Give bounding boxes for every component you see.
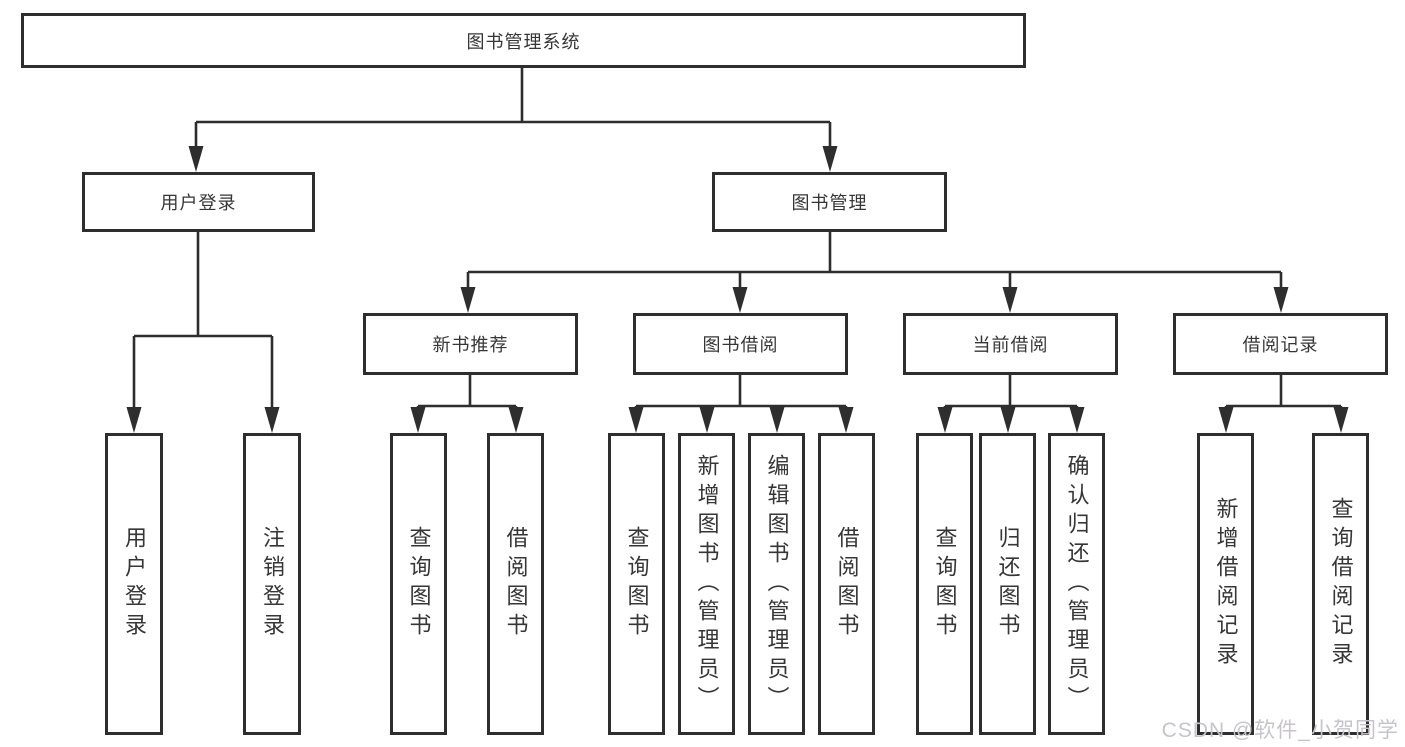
node-borrow-records: 借阅记录: [1173, 313, 1388, 375]
leaf-query-borrow-record-label: 查询借阅记录: [1328, 497, 1354, 671]
leaf-borrow-books-rec-label: 借阅图书: [503, 526, 529, 642]
leaf-borrow-books-label: 借阅图书: [834, 526, 860, 642]
leaf-add-books-admin-label: 新增图书（管理员）: [694, 453, 720, 715]
node-current-borrow-label: 当前借阅: [972, 335, 1049, 355]
csdn-watermark: CSDN @软件_小贺同学: [1161, 719, 1399, 742]
leaf-add-borrow-record-label: 新增借阅记录: [1213, 497, 1239, 671]
leaf-edit-books-admin: 编辑图书（管理员）: [748, 433, 805, 735]
leaf-query-books-rec: 查询图书: [390, 433, 447, 735]
node-library-system-label: 图书管理系统: [466, 31, 581, 52]
leaf-return-books-label: 归还图书: [995, 526, 1021, 642]
leaf-logout: 注销登录: [243, 433, 301, 735]
leaf-return-books: 归还图书: [979, 433, 1036, 735]
node-book-borrow: 图书借阅: [633, 313, 848, 375]
leaf-query-books-borrow: 查询图书: [608, 433, 665, 735]
connector-user-login-to-leaves: [126, 232, 280, 433]
connector-book-borrow-to-leaves: [628, 375, 854, 433]
connector-borrow-records-to-leaves: [1218, 375, 1349, 433]
node-user-login-label: 用户登录: [160, 193, 237, 213]
node-borrow-records-label: 借阅记录: [1242, 335, 1319, 355]
connector-current-borrow-to-leaves: [937, 375, 1085, 433]
leaf-query-books-rec-label: 查询图书: [406, 526, 432, 642]
leaf-user-login-label: 用户登录: [122, 526, 147, 642]
node-user-login: 用户登录: [82, 172, 315, 232]
leaf-query-books-borrow-label: 查询图书: [624, 526, 650, 642]
leaf-user-login: 用户登录: [105, 433, 163, 735]
leaf-query-books-current-label: 查询图书: [932, 526, 958, 642]
node-book-management-label: 图书管理: [791, 193, 868, 213]
leaf-query-borrow-record: 查询借阅记录: [1312, 433, 1369, 735]
leaf-borrow-books-rec: 借阅图书: [487, 433, 544, 735]
node-new-book-recommend-label: 新书推荐: [432, 335, 509, 355]
leaf-add-borrow-record: 新增借阅记录: [1197, 433, 1254, 735]
leaf-query-books-current: 查询图书: [916, 433, 973, 735]
node-book-borrow-label: 图书借阅: [702, 335, 779, 355]
connector-root-to-level2: [188, 68, 838, 172]
leaf-logout-label: 注销登录: [260, 526, 285, 642]
leaf-edit-books-admin-label: 编辑图书（管理员）: [764, 453, 790, 715]
leaf-confirm-return-admin: 确认归还（管理员）: [1048, 433, 1105, 735]
node-library-system: 图书管理系统: [21, 13, 1026, 68]
connector-new-book-rec-to-leaves: [410, 375, 524, 433]
leaf-add-books-admin: 新增图书（管理员）: [678, 433, 735, 735]
node-book-management: 图书管理: [712, 172, 947, 232]
leaf-confirm-return-admin-label: 确认归还（管理员）: [1064, 453, 1090, 715]
leaf-borrow-books: 借阅图书: [818, 433, 875, 735]
node-current-borrow: 当前借阅: [903, 313, 1118, 375]
node-new-book-recommend: 新书推荐: [363, 313, 578, 375]
connector-book-mgmt-to-level3: [460, 232, 1289, 313]
